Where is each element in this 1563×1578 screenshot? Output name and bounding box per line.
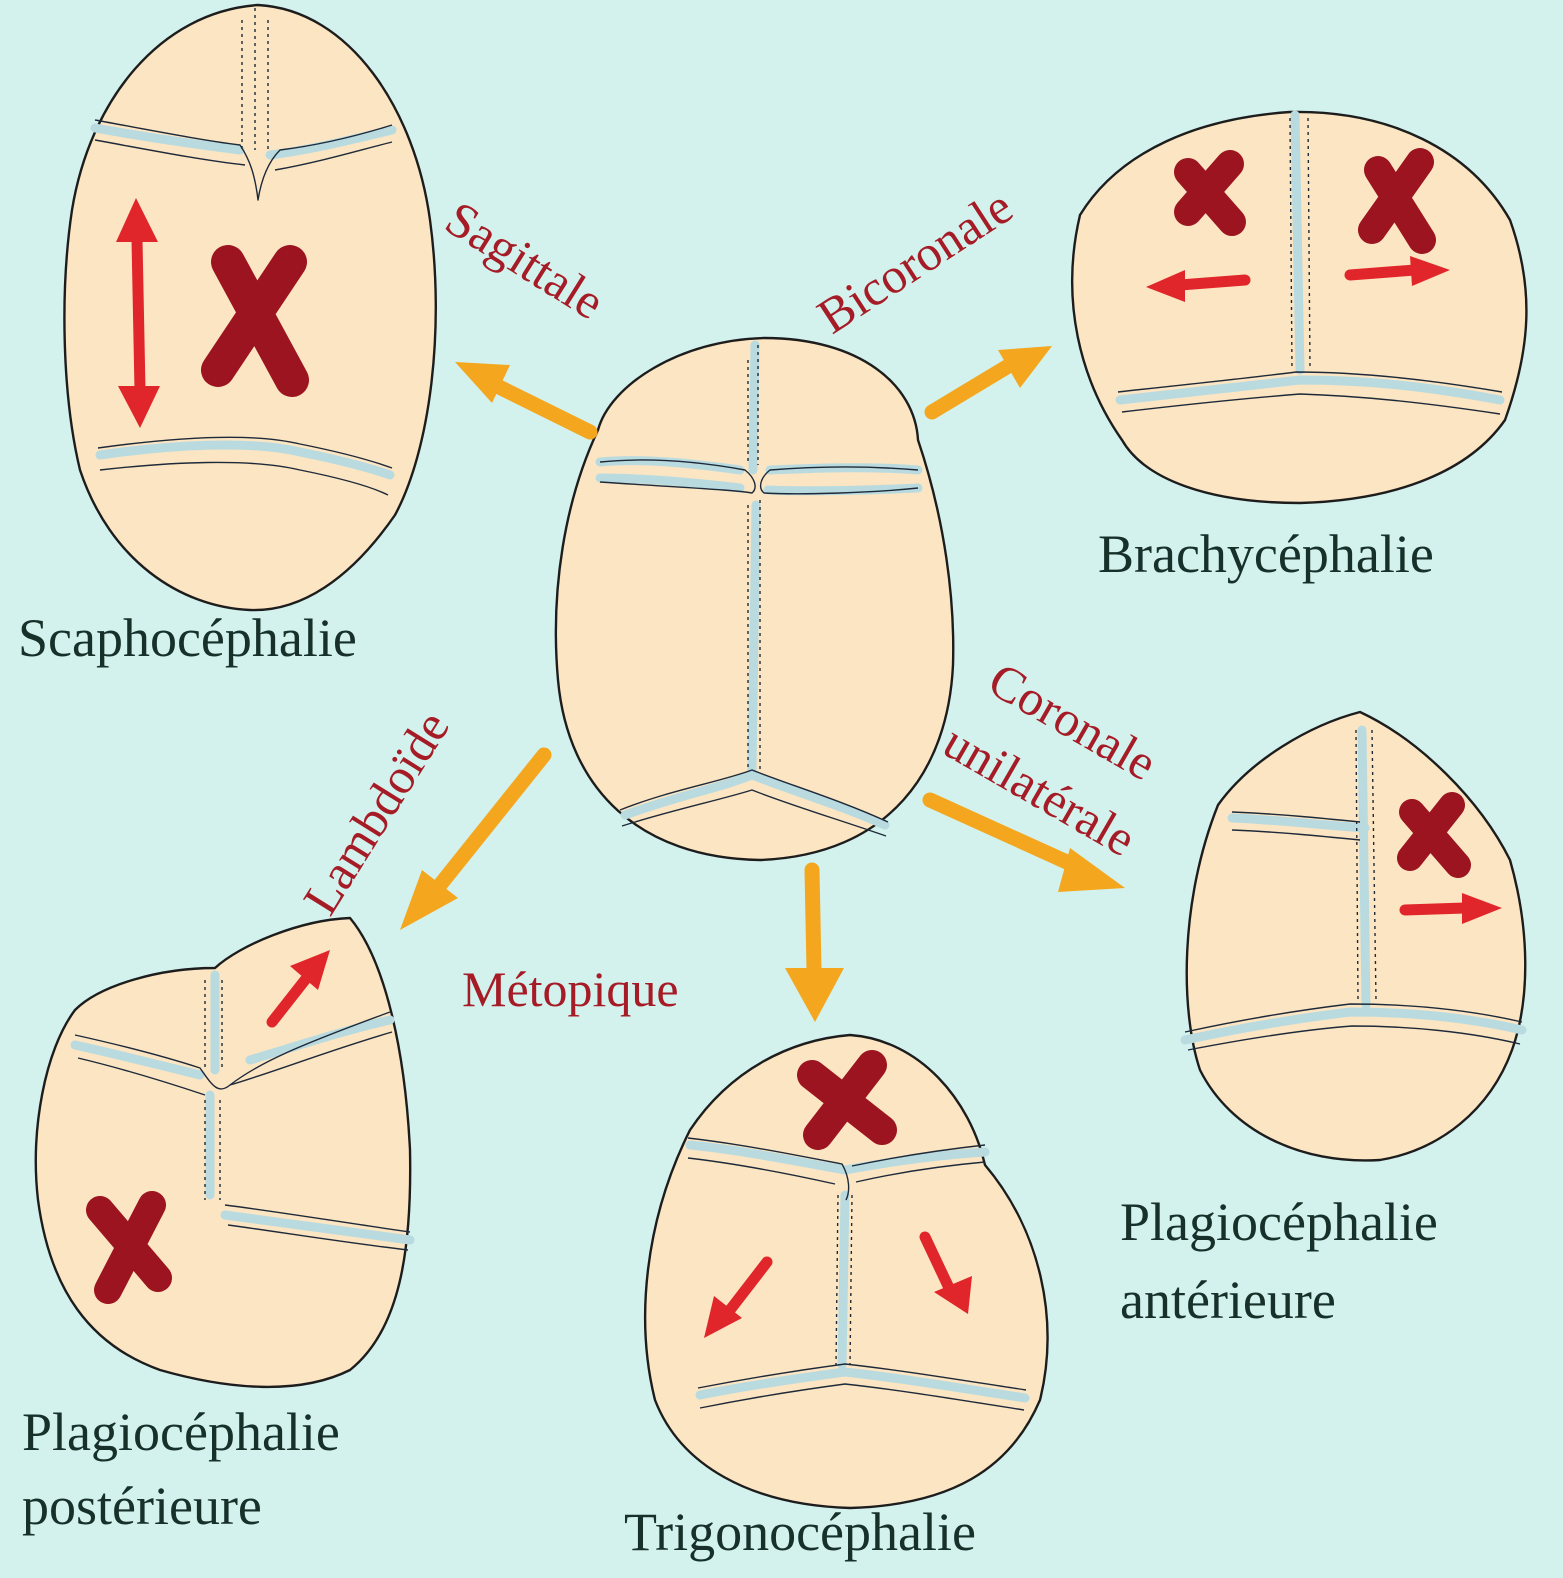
label-scaphocephalie: Scaphocéphalie	[18, 608, 357, 668]
label-brachycephalie: Brachycéphalie	[1098, 524, 1434, 584]
orange-arrow-icon	[785, 862, 844, 1022]
orange-arrow-icon	[455, 362, 598, 440]
orange-arrow-icon	[400, 747, 552, 930]
label-plagio-anterieure-line2: antérieure	[1120, 1270, 1336, 1330]
normal-skull	[554, 336, 955, 862]
label-trigonocephalie: Trigonocéphalie	[624, 1502, 976, 1562]
orange-arrow-icon	[924, 346, 1052, 420]
label-plagio-anterieure-line1: Plagiocéphalie	[1120, 1192, 1438, 1252]
label-bicoronale: Bicoronale	[807, 178, 1021, 344]
plagiocephalie-anterieure-skull	[1180, 710, 1527, 1162]
scaphocephalie-skull	[63, 3, 437, 612]
label-plagio-posterieure-line1: Plagiocéphalie	[22, 1402, 340, 1462]
label-plagio-posterieure-line2: postérieure	[22, 1476, 262, 1536]
brachycephalie-skull	[1071, 110, 1528, 505]
trigonocephalie-skull	[644, 1033, 1049, 1510]
label-metopique: Métopique	[462, 961, 679, 1017]
plagiocephalie-posterieure-skull	[34, 916, 415, 1389]
label-sagittale: Sagittale	[436, 190, 614, 330]
orange-arrow-icon	[922, 792, 1125, 892]
